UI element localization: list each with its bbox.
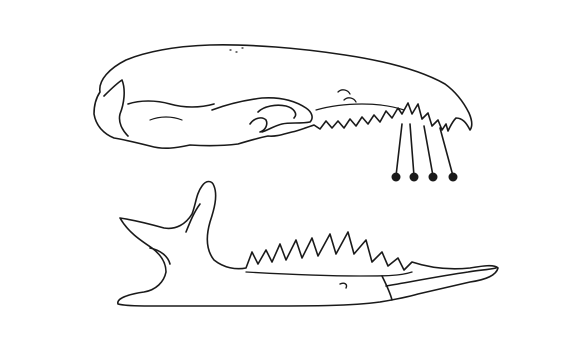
pointer-dot-1 (392, 173, 401, 182)
pointer-dot-3 (429, 173, 438, 182)
pointer-dot-4 (449, 173, 458, 182)
pointer-dot-2 (410, 173, 419, 182)
